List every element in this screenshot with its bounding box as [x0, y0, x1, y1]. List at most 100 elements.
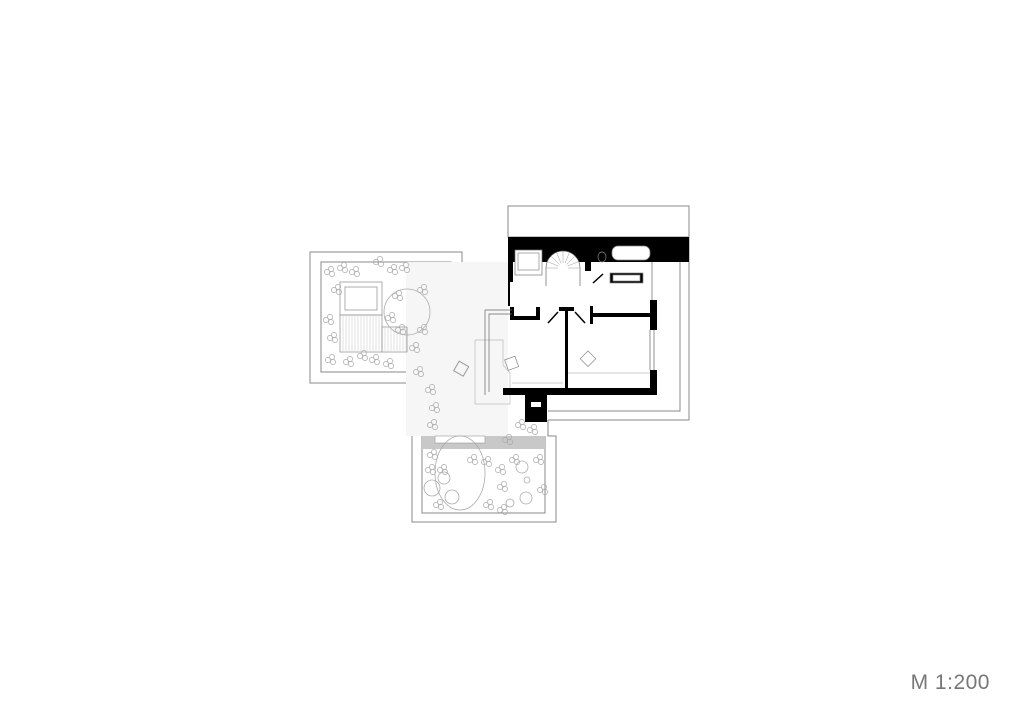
shrub: [483, 502, 489, 508]
wall: [590, 306, 593, 324]
shrub: [397, 295, 403, 301]
shrub: [495, 467, 501, 473]
fixtures: [484, 245, 655, 395]
armchair: [504, 355, 520, 371]
shrub: [472, 459, 478, 465]
shrub: [422, 289, 428, 295]
wall: [650, 370, 657, 395]
paving-area: [406, 262, 508, 436]
bathtub: [611, 245, 651, 261]
shrub: [362, 355, 368, 361]
shrub: [519, 419, 525, 425]
shrub: [487, 499, 493, 505]
shrub: [501, 481, 507, 487]
scale-label: M 1:200: [910, 671, 990, 694]
shrub: [390, 317, 396, 323]
shrub: [502, 437, 508, 443]
shrub: [515, 422, 521, 428]
shrub: [523, 476, 531, 484]
shrub: [399, 265, 405, 271]
shrub: [336, 289, 342, 295]
shrub: [437, 471, 451, 485]
shrub: [499, 464, 505, 470]
shrub: [497, 484, 503, 490]
shrub: [327, 314, 333, 320]
shrub: [427, 422, 433, 428]
shrub: [330, 359, 336, 365]
shrub: [433, 502, 439, 508]
shrub: [497, 507, 503, 513]
shrub: [387, 267, 393, 273]
shrub: [429, 405, 435, 411]
shrub: [485, 456, 491, 462]
shrub: [395, 327, 401, 333]
shrub: [387, 358, 393, 364]
shrub: [385, 315, 391, 321]
shrub: [501, 504, 507, 510]
stair-tread: [564, 252, 570, 264]
shrub: [502, 509, 508, 515]
deck: [339, 281, 431, 353]
shrub: [486, 461, 492, 467]
shrub: [324, 269, 330, 275]
shrub: [427, 452, 433, 458]
shrub: [542, 489, 548, 495]
shrub: [537, 454, 543, 460]
shrub: [425, 467, 431, 473]
shrub: [357, 353, 363, 359]
shrub: [361, 350, 367, 356]
shrub: [383, 361, 389, 367]
shrub: [509, 457, 515, 463]
shrub: [467, 457, 473, 463]
shrub: [442, 469, 448, 475]
outdoor-rug: [474, 339, 511, 405]
shrub: [502, 486, 508, 492]
stair-tread: [550, 255, 560, 265]
shrub: [500, 469, 506, 475]
shrub: [325, 357, 331, 363]
shrub: [396, 290, 402, 296]
shrub: [388, 363, 394, 369]
wall: [503, 388, 657, 395]
shrub: [425, 387, 431, 393]
shrub: [437, 467, 443, 473]
shrub: [329, 354, 335, 360]
shrub: [329, 271, 335, 277]
shrub: [327, 335, 333, 341]
stair-tread: [556, 252, 562, 264]
shrub: [538, 459, 544, 465]
shrub: [418, 371, 424, 377]
hot-tub-inner: [344, 286, 378, 311]
shrub: [429, 464, 435, 470]
shrub: [541, 484, 547, 490]
interior: [484, 237, 689, 422]
stair-tread: [566, 255, 576, 265]
door: [574, 311, 586, 324]
shrub: [349, 269, 355, 275]
shrub: [348, 361, 354, 367]
shrub: [532, 429, 538, 435]
armchair: [579, 350, 597, 367]
shrub: [323, 317, 329, 323]
shrub: [404, 267, 410, 273]
stair-tread: [567, 261, 579, 267]
sink: [612, 274, 641, 282]
shrub: [417, 287, 423, 293]
shrub: [505, 498, 515, 508]
roof-overhang: [507, 205, 690, 238]
shrub: [533, 457, 539, 463]
shrub: [392, 269, 398, 275]
outer-edge-right: [548, 237, 690, 421]
shrub: [400, 329, 406, 335]
shrub: [531, 424, 537, 430]
shrub: [414, 347, 420, 353]
wall: [650, 300, 657, 330]
shrub: [389, 312, 395, 318]
shrub: [331, 287, 337, 293]
stair-tread: [547, 261, 559, 267]
inner-edge-right: [548, 262, 681, 412]
door: [592, 273, 604, 284]
shrub-clusters: [323, 256, 548, 515]
toilet: [597, 251, 607, 263]
